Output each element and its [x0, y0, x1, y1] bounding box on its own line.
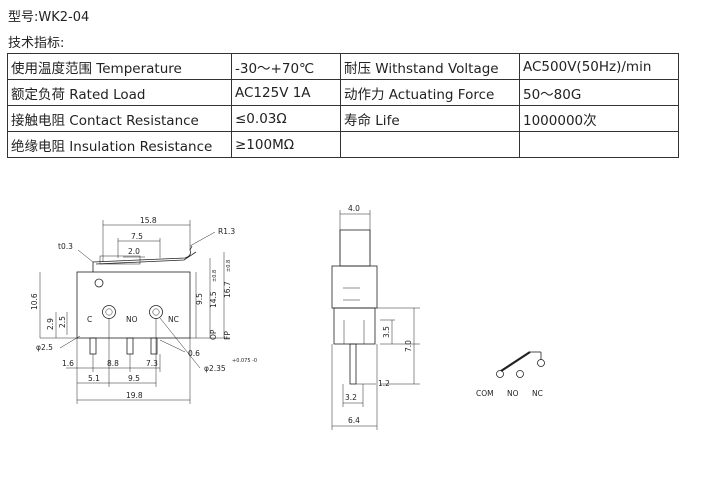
- spec-label: [340, 131, 520, 158]
- dim-1-2: 1.2: [378, 379, 390, 388]
- mount-hole-right: [149, 305, 163, 319]
- spec-label: 接触电阻 Contact Resistance: [7, 105, 232, 132]
- schematic-com-node: [496, 370, 504, 378]
- dim-3-5: 3.5: [382, 326, 391, 338]
- schematic-no-node: [516, 370, 524, 378]
- dim-fp: FP: [223, 331, 232, 340]
- dim-9-5-horizontal: 9.5: [128, 374, 140, 383]
- dim-4-0: 4.0: [348, 204, 360, 213]
- spec-value: AC125V 1A: [231, 79, 341, 106]
- dim-phi2-35-tolerance: +0.075 -0: [232, 358, 257, 364]
- table-row: 额定负荷 Rated Load AC125V 1A 动作力 Actuating …: [7, 79, 679, 106]
- dim-phi2-5: φ2.5: [36, 343, 53, 352]
- dim-8-8: 8.8: [107, 359, 119, 368]
- front-view: C NO NC 15.8 7.5 2.0 R1.3 t0.3 10.6 2.9 …: [30, 216, 257, 404]
- model-number: 型号:WK2-04: [8, 10, 90, 25]
- label-c: C: [87, 315, 92, 324]
- spec-value: 50～80G: [519, 79, 679, 106]
- dim-14-5: 14.5: [209, 291, 218, 308]
- dim-19-8: 19.8: [126, 391, 143, 400]
- mount-hole-left-inner: [105, 308, 113, 316]
- side-body-lower: [333, 307, 376, 345]
- label-nc: NC: [168, 315, 179, 324]
- terminal-c: [89, 337, 97, 355]
- dim-9-5-vertical: 9.5: [195, 293, 204, 305]
- dim-0-6: 0.6: [188, 349, 200, 358]
- top-hole: [94, 278, 104, 288]
- dim-r1-3: R1.3: [218, 227, 235, 236]
- dim-t0-3: t0.3: [58, 242, 73, 251]
- dim-7-3: 7.3: [146, 359, 158, 368]
- dim-3-2: 3.2: [345, 393, 357, 402]
- schematic-com-label: COM: [476, 389, 494, 398]
- dim-1-6: 1.6: [62, 359, 74, 368]
- dim-op: OP: [209, 329, 218, 340]
- specs-heading: 技术指标:: [8, 36, 65, 51]
- side-body-upper: [331, 265, 378, 309]
- dim-16-7: 16.7: [223, 281, 232, 298]
- dim-7-0: 7.0: [404, 340, 413, 352]
- table-row: 绝缘电阻 Insulation Resistance ≥100MΩ: [7, 131, 679, 158]
- terminal-no: [126, 337, 134, 355]
- dim-16-7-tolerance: ±0.8: [226, 260, 232, 272]
- dim-phi2-35: φ2.35: [204, 364, 226, 373]
- table-row: 使用温度范围 Temperature -30～+70℃ 耐压 Withstand…: [7, 53, 679, 80]
- dim-10-6: 10.6: [30, 293, 39, 310]
- terminal-nc: [150, 337, 158, 355]
- side-terminal: [349, 343, 357, 385]
- spec-value: ≥100MΩ: [231, 131, 341, 158]
- actuator-lever-inner: [95, 251, 197, 265]
- dim-2-9: 2.9: [46, 318, 55, 330]
- specs-table: 使用温度范围 Temperature -30～+70℃ 耐压 Withstand…: [7, 53, 679, 158]
- actuator-lever: [92, 245, 193, 272]
- spec-label: 绝缘电阻 Insulation Resistance: [7, 131, 232, 158]
- dim-6-4: 6.4: [348, 416, 360, 425]
- spec-label: 额定负荷 Rated Load: [7, 79, 232, 106]
- side-view: 4.0 3.5 7.0 1.2 3.2 6.4: [331, 204, 420, 430]
- schematic-no-label: NO: [507, 389, 519, 398]
- side-actuator: [339, 229, 371, 267]
- spec-label: 动作力 Actuating Force: [340, 79, 520, 106]
- spec-value: ≤0.03Ω: [231, 105, 341, 132]
- dim-7-5: 7.5: [131, 232, 143, 241]
- spec-label: 耐压 Withstand Voltage: [340, 53, 520, 80]
- dim-15-8: 15.8: [140, 216, 157, 225]
- dim-2-0: 2.0: [128, 247, 140, 256]
- circuit-schematic: COM NO NC: [476, 351, 545, 398]
- actuator-button: [99, 255, 141, 265]
- spec-label: 使用温度范围 Temperature: [7, 53, 232, 80]
- mount-hole-left: [102, 305, 116, 319]
- schematic-nc-node: [537, 359, 545, 367]
- schematic-switch-arm: [500, 351, 531, 372]
- label-no: NO: [126, 315, 138, 324]
- dim-14-5-tolerance: ±0.8: [212, 270, 218, 282]
- schematic-nc-label: NC: [532, 389, 543, 398]
- dim-5-1: 5.1: [88, 374, 100, 383]
- spec-value: AC500V(50Hz)/min: [519, 53, 679, 80]
- spec-value: [519, 131, 679, 158]
- mount-hole-right-inner: [152, 308, 160, 316]
- switch-body-outline: [76, 271, 191, 339]
- dim-2-5: 2.5: [58, 316, 67, 328]
